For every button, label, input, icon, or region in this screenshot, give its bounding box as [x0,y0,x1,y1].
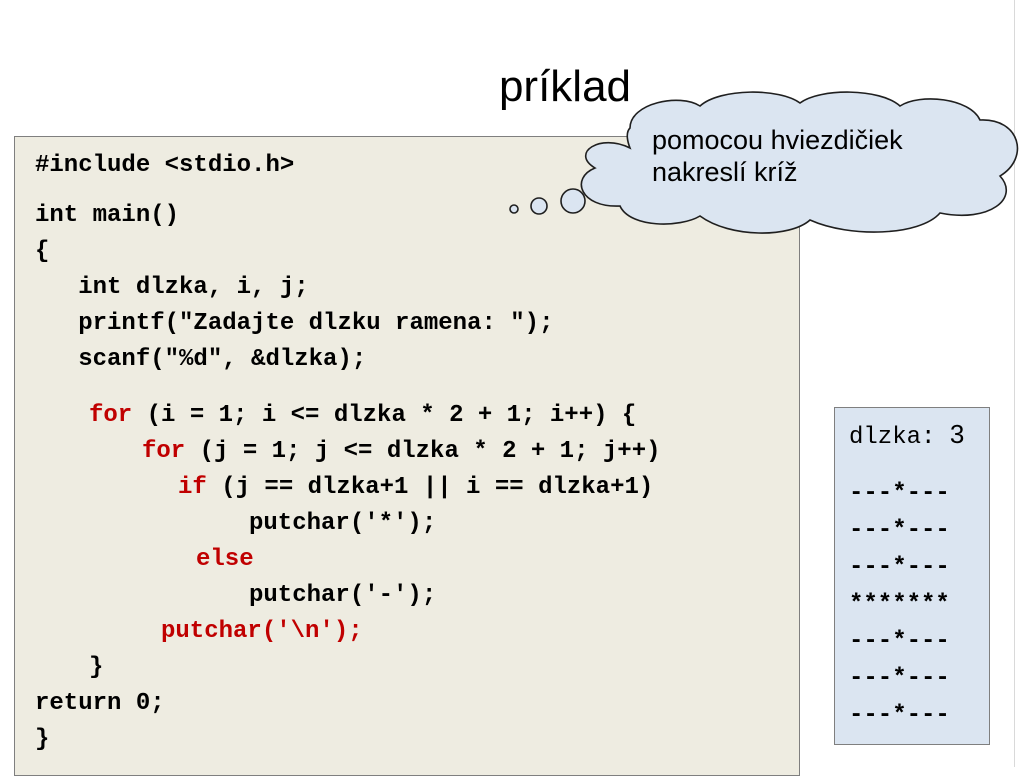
code-line-putchar-newline: putchar('\n'); [161,618,363,645]
thought-bubble-large [560,188,586,214]
code-line-outer-for: for (i = 1; i <= dlzka * 2 + 1; i++) { [89,402,636,430]
code-text: (j = 1; j <= dlzka * 2 + 1; j++) [185,438,661,465]
code-line-scanf: scanf("%d", &dlzka); [35,346,367,373]
output-value: 3 [949,419,965,449]
thought-cloud [509,91,1019,234]
code-line-inner-for: for (j = 1; j <= dlzka * 2 + 1; j++) [142,438,661,466]
output-row: ******* [849,591,950,618]
keyword-for: for [142,438,186,465]
code-line-open-brace: { [35,238,50,265]
code-line-return: return 0; [35,690,165,717]
output-header: dlzka: 3 [849,420,964,452]
slide-edge-line [1014,0,1015,767]
cloud-shape [580,91,1019,234]
code-line-close-brace-for: } [89,654,104,681]
code-text: (j == dlzka+1 || i == dlzka+1) [206,474,654,501]
code-line-printf: printf("Zadajte dlzku ramena: "); [35,310,554,337]
cloud-text: pomocou hviezdičiek nakreslí kríž [652,124,982,188]
code-text: (i = 1; i <= dlzka * 2 + 1; i++) { [132,402,637,429]
output-row: ---*--- [849,628,950,655]
code-line-if: if (j == dlzka+1 || i == dlzka+1) [178,474,653,502]
output-row: ---*--- [849,702,950,729]
code-line-declare: int dlzka, i, j; [35,274,309,301]
output-row: ---*--- [849,517,950,544]
code-line-main: int main() [35,202,180,229]
cloud-text-line-1: pomocou hviezdičiek [652,125,903,155]
output-panel: dlzka: 3 ---*--- ---*--- ---*--- *******… [834,407,990,745]
code-line-close-brace-main: } [35,726,50,753]
keyword-if: if [178,474,207,501]
slide-title: príklad [498,62,632,111]
output-row: ---*--- [849,554,950,581]
code-line-include: #include <stdio.h> [35,152,295,179]
cloud-text-line-2: nakreslí kríž [652,157,798,187]
code-panel: #include <stdio.h> int main() { int dlzk… [14,136,800,776]
output-label: dlzka: [849,424,936,451]
output-row: ---*--- [849,480,950,507]
code-line-else: else [196,546,254,573]
keyword-for: for [89,402,133,429]
code-line-putchar-dash: putchar('-'); [249,582,437,609]
code-line-putchar-star: putchar('*'); [249,510,437,537]
thought-bubble-medium [530,197,548,215]
output-row: ---*--- [849,665,950,692]
thought-bubble-small [509,204,519,214]
